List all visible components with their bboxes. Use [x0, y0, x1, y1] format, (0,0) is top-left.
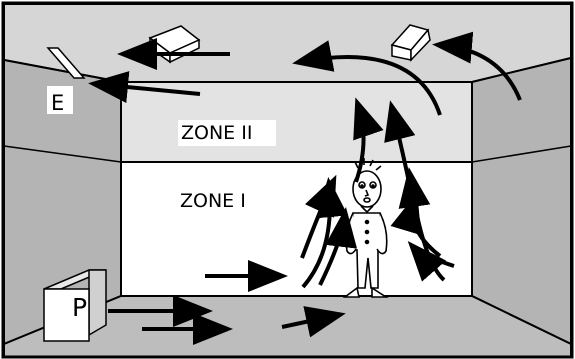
ceiling-diffuser-right [390, 24, 431, 62]
airflow-arrows [88, 31, 522, 345]
exhaust-grille [46, 47, 86, 79]
exhaust-label: E [51, 91, 64, 115]
right-wall [471, 56, 572, 346]
zone-one-label: ZONE I [180, 190, 246, 212]
ceiling [3, 3, 572, 83]
person-figure [342, 158, 389, 298]
supply-label: P [72, 293, 87, 322]
supply-unit [43, 269, 107, 342]
zone-two-band [120, 81, 473, 163]
zone-two-label: ZONE II [181, 122, 252, 144]
